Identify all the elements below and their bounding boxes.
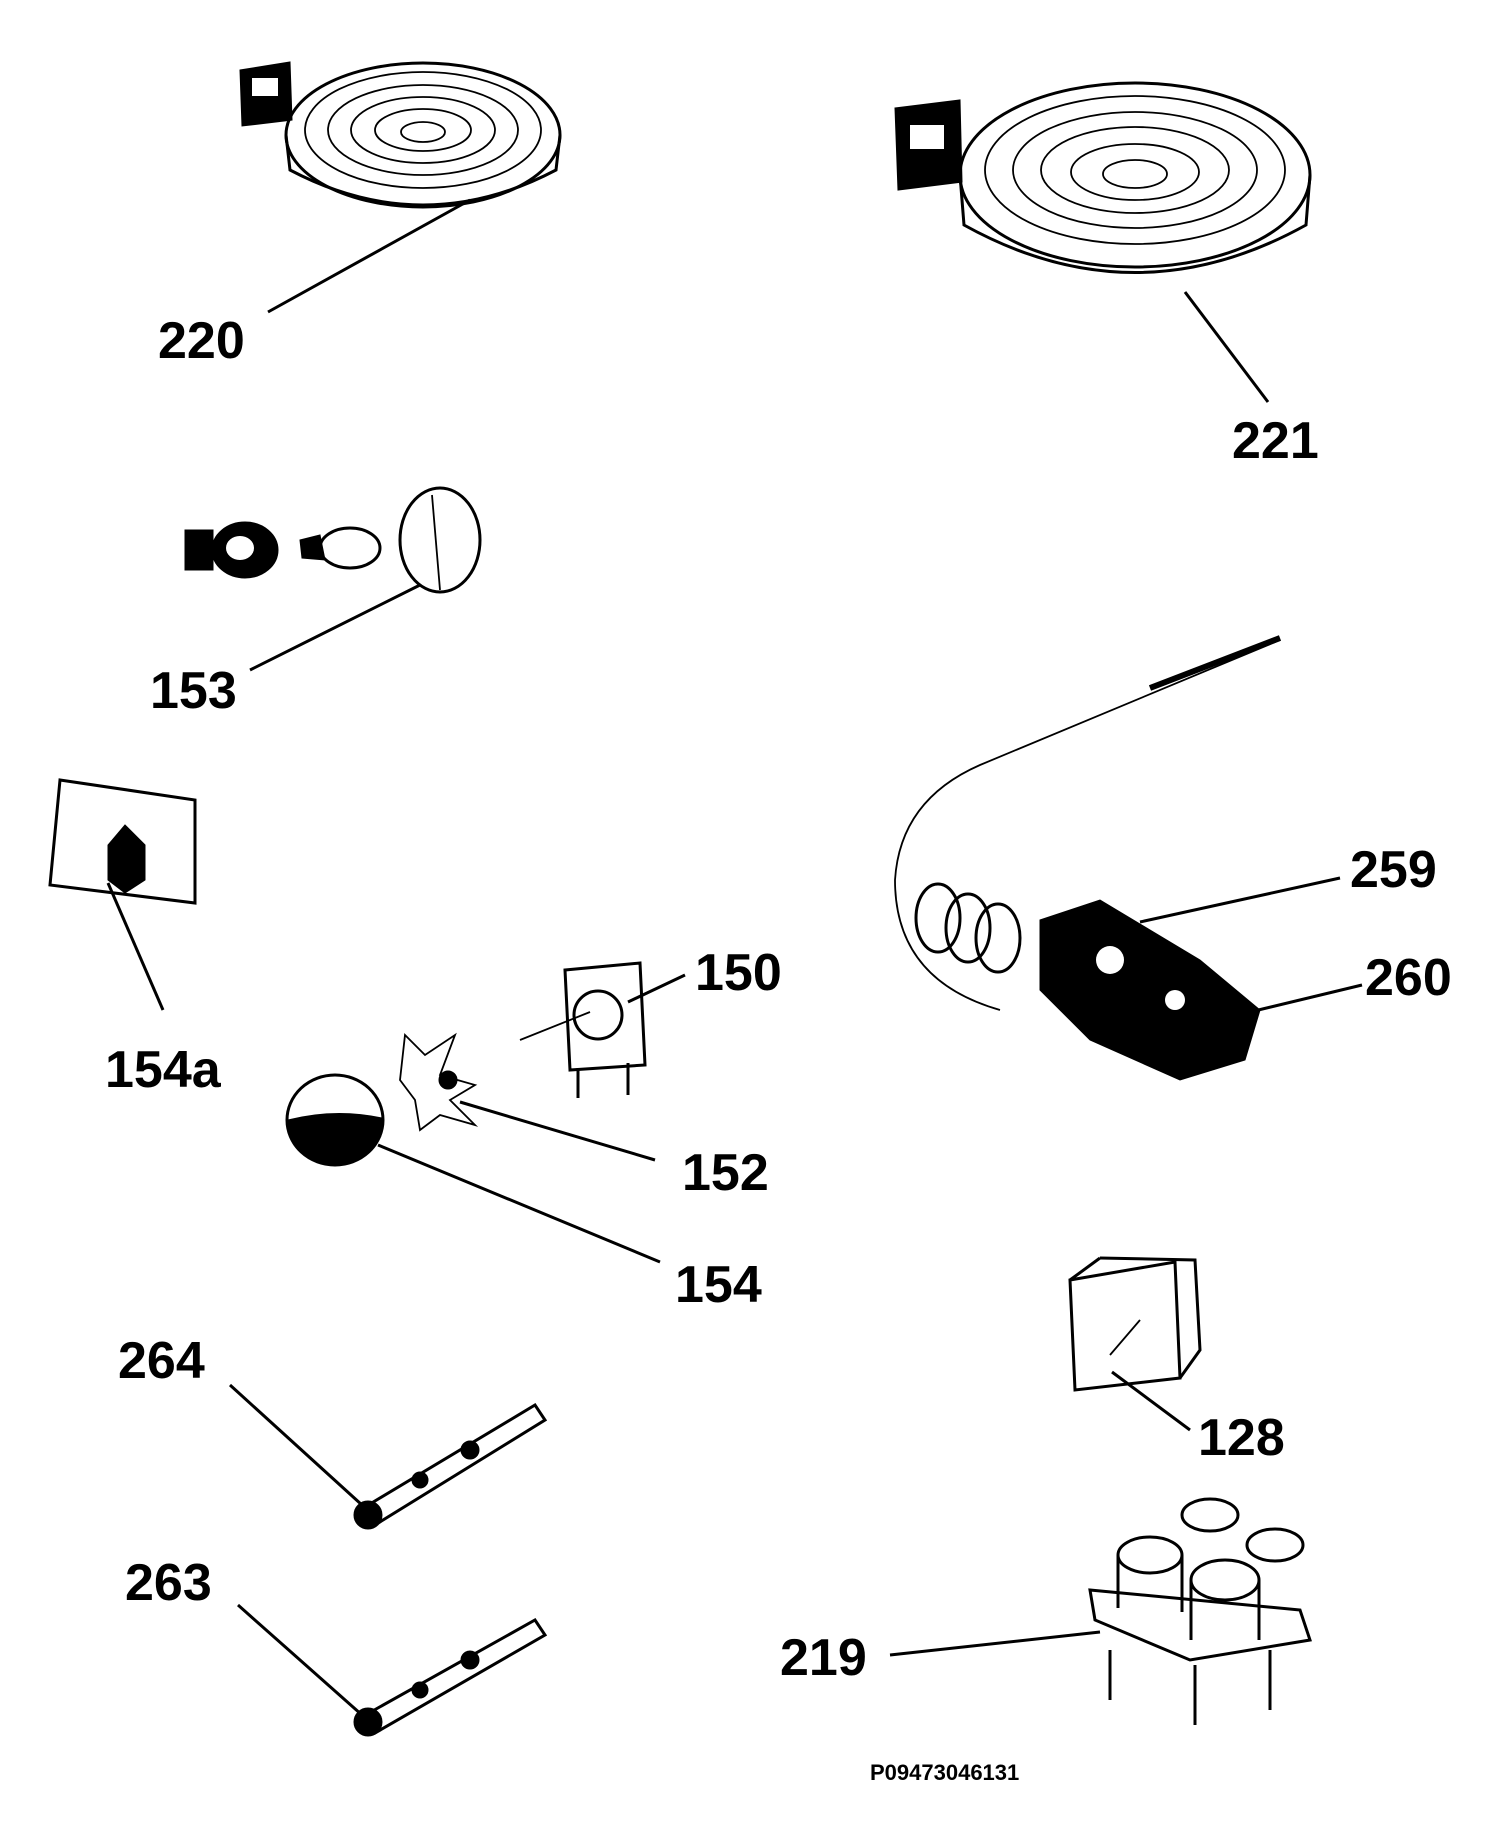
- label-259: 259: [1350, 841, 1437, 899]
- label-264: 264: [118, 1332, 205, 1390]
- leader-264: [228, 1383, 364, 1507]
- label-150: 150: [695, 944, 782, 1002]
- label-260: 260: [1365, 949, 1452, 1007]
- label-220: 220: [158, 312, 245, 370]
- label-221: 221: [1232, 412, 1319, 470]
- label-219: 219: [780, 1629, 867, 1687]
- drawing-code: P09473046131: [870, 1760, 1019, 1785]
- label-153: 153: [150, 662, 237, 720]
- leader-220: [267, 198, 471, 314]
- leader-154: [377, 1143, 661, 1264]
- heating-element-220: [239, 61, 562, 209]
- leader-260: [1249, 983, 1363, 1014]
- leader-128: [1111, 1370, 1191, 1432]
- leader-259: [1139, 876, 1341, 924]
- cover-plate-154a: [48, 778, 197, 905]
- connector-block-219: [1088, 1497, 1312, 1725]
- sensor-263: [353, 1618, 548, 1737]
- leader-lines: [106, 198, 1363, 1717]
- label-263: 263: [125, 1554, 212, 1612]
- leader-153: [249, 583, 421, 672]
- sensor-264: [353, 1402, 548, 1530]
- heating-element-221: [894, 81, 1312, 274]
- oven-lamp-153: [184, 486, 482, 594]
- label-128: 128: [1198, 1409, 1285, 1467]
- label-154a: 154a: [105, 1041, 222, 1099]
- switch-150: [519, 961, 647, 1098]
- thermostat-259-260: [894, 635, 1282, 1081]
- switch-128: [1068, 1256, 1202, 1392]
- lamp-lens-154: [285, 1073, 385, 1167]
- bracket-152: [399, 1032, 479, 1132]
- leader-221: [1183, 291, 1270, 403]
- part-labels: 220 221 153 259 260 154a 150 152 154 128…: [105, 312, 1452, 1785]
- leader-154a: [106, 882, 165, 1011]
- leader-150: [627, 973, 686, 1004]
- label-152: 152: [682, 1144, 769, 1202]
- leader-263: [237, 1603, 363, 1717]
- leader-219: [889, 1630, 1101, 1657]
- leader-152: [459, 1100, 656, 1162]
- label-154: 154: [675, 1256, 762, 1314]
